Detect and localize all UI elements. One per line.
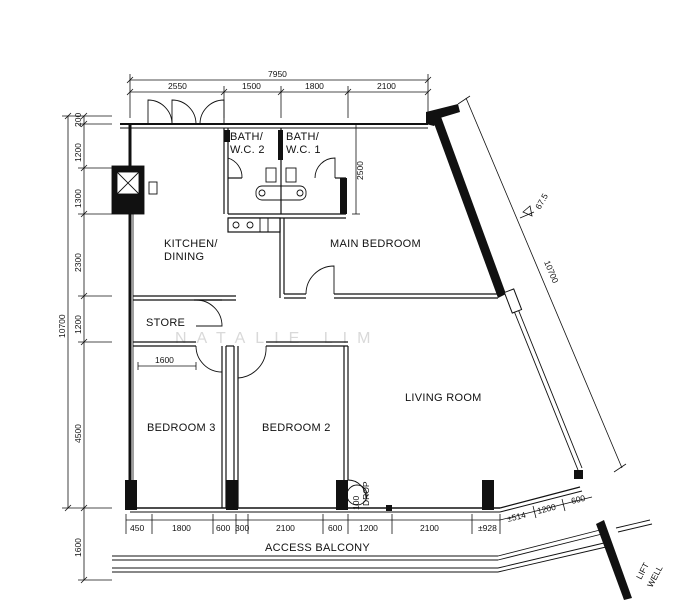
- dim-left-total: 10700: [57, 314, 67, 338]
- dark-wall-fills: [224, 130, 347, 214]
- left-dimension-chain: [62, 112, 112, 584]
- dim-top-total: 7950: [268, 69, 287, 79]
- dim-top-3: 1800: [305, 81, 324, 91]
- dim-left-bottom: 1600: [73, 538, 83, 557]
- top-dimension-chain: [126, 74, 432, 118]
- dim-bottom-7: 1200: [359, 523, 378, 533]
- bottom-columns: [125, 480, 494, 511]
- dim-top-1: 2550: [168, 81, 187, 91]
- living-window: [511, 303, 583, 471]
- dim-left-1: 200: [73, 113, 83, 127]
- label-store: STORE: [146, 317, 185, 329]
- bottom-wall: [130, 486, 583, 513]
- dim-bottom-2: 1800: [172, 523, 191, 533]
- dim-top-4: 2100: [377, 81, 396, 91]
- dim-bottom-6: 600: [328, 523, 342, 533]
- label-access-balcony: ACCESS BALCONY: [265, 542, 370, 554]
- dim-left-5: 1200: [73, 315, 83, 334]
- label-bedroom3: BEDROOM 3: [147, 422, 216, 434]
- dim-bottom-11: 1200: [536, 502, 557, 516]
- label-bath2-line2: W.C. 2: [230, 144, 265, 156]
- access-balcony: [112, 519, 653, 573]
- lift-wall: [596, 520, 632, 600]
- diagonal-dimension: [457, 95, 627, 473]
- label-living-room: LIVING ROOM: [405, 392, 482, 404]
- dim-left-4: 2300: [73, 253, 83, 272]
- store-dimension: [137, 362, 197, 370]
- dim-bottom-12: 600: [570, 493, 586, 506]
- window-frame: [503, 288, 523, 314]
- interior-walls: [133, 128, 498, 508]
- bottom-dimension-chain: [125, 496, 593, 534]
- dim-bottom-8: 2100: [420, 523, 439, 533]
- label-bedroom2: BEDROOM 2: [262, 422, 331, 434]
- dim-bottom-3: 600: [216, 523, 230, 533]
- dim-bottom-10: ±514: [506, 510, 527, 524]
- dim-angle: 67.5: [533, 191, 550, 211]
- dim-left-2: 1200: [73, 143, 83, 162]
- door-swings: [147, 99, 367, 499]
- dim-bath-height: 2500: [355, 161, 365, 180]
- dim-bottom-1: 450: [130, 523, 144, 533]
- wall-corner-top-right: [426, 104, 460, 126]
- fixtures: [111, 165, 368, 506]
- dim-left-3: 1300: [73, 189, 83, 208]
- label-drop-line1: 100: [351, 496, 361, 510]
- diagonal-wall: [432, 114, 506, 298]
- label-drop-line2: DROP: [361, 481, 371, 506]
- watermark: NATALIE LIM: [175, 330, 380, 347]
- dim-bottom-9: ±928: [478, 523, 497, 533]
- label-main-bedroom: MAIN BEDROOM: [330, 238, 421, 250]
- dim-left-6: 4500: [73, 424, 83, 443]
- dim-bottom-4: 300: [235, 523, 249, 533]
- dim-top-2: 1500: [242, 81, 261, 91]
- label-bath2-line1: BATH/: [230, 131, 264, 143]
- label-bath1-line1: BATH/: [286, 131, 320, 143]
- column-bottom-right: [574, 470, 583, 479]
- dim-diagonal: 10700: [542, 259, 561, 285]
- dim-store-width: 1600: [155, 355, 174, 365]
- dim-bottom-5: 2100: [276, 523, 295, 533]
- label-kitchen-line1: KITCHEN/: [164, 238, 218, 250]
- label-bath1-line2: W.C. 1: [286, 144, 321, 156]
- label-kitchen-line2: DINING: [164, 251, 204, 263]
